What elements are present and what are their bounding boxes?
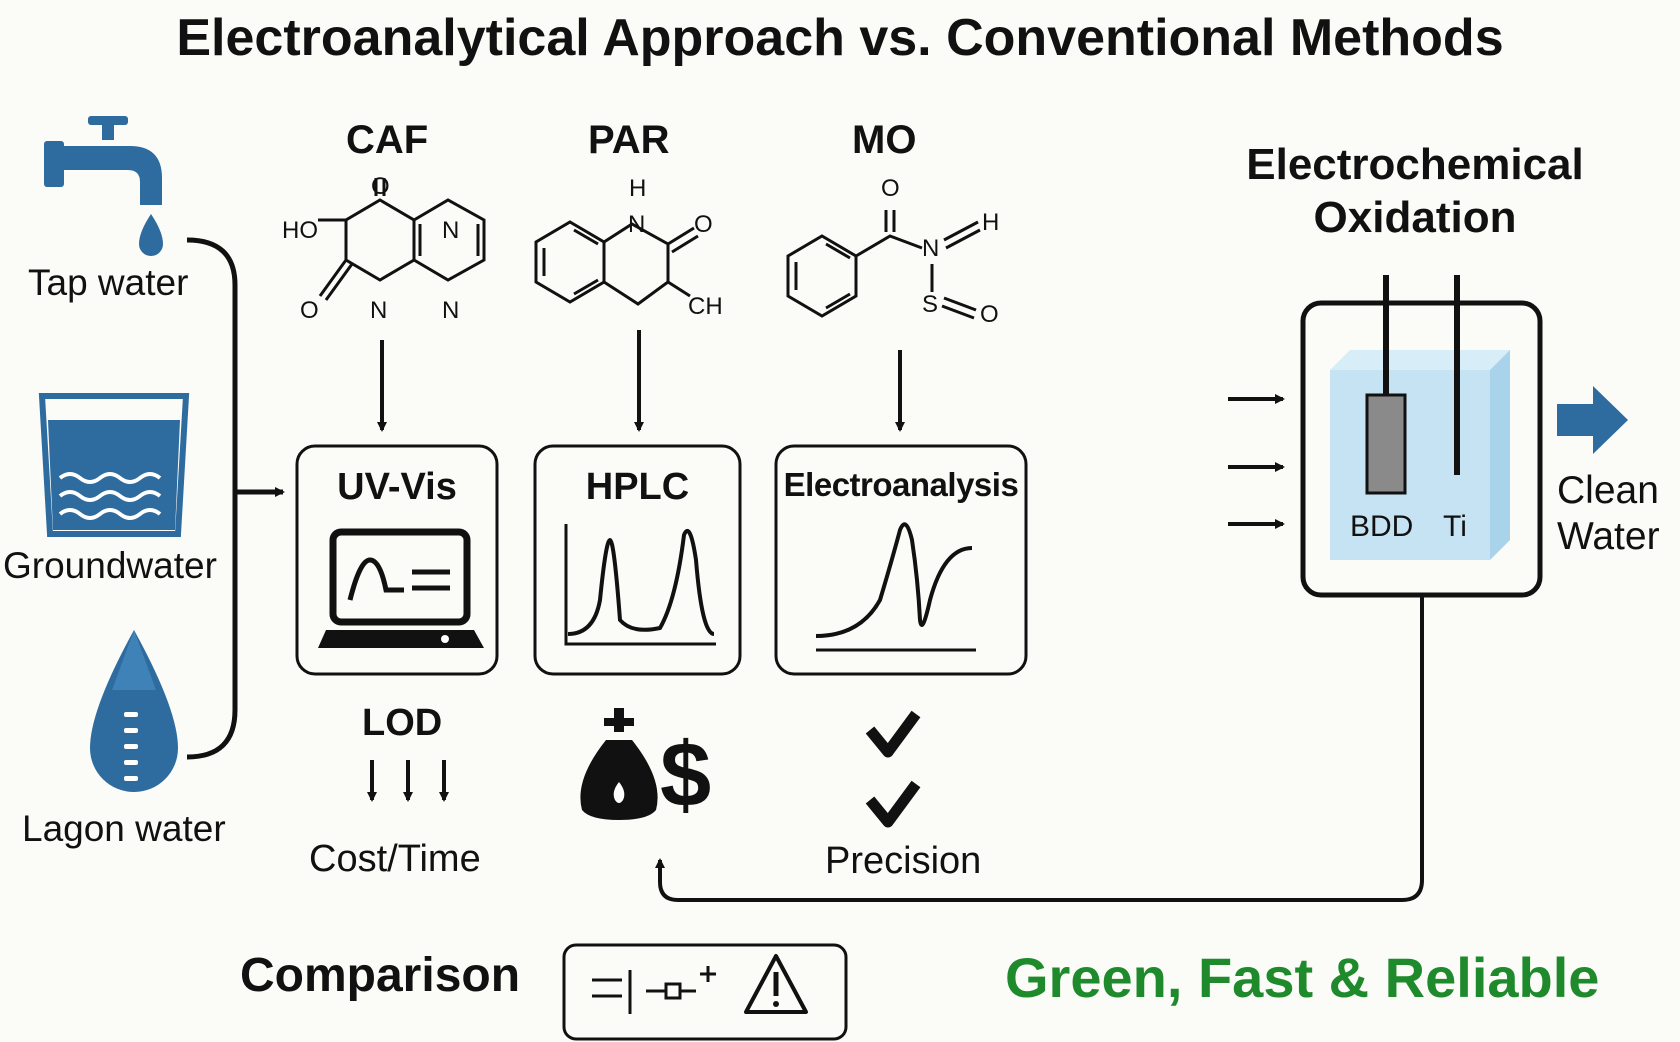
recycle-return-arrow bbox=[655, 596, 1424, 902]
svg-text:O: O bbox=[980, 301, 999, 328]
svg-text:O: O bbox=[300, 297, 319, 324]
mo-atoms: O N H S O bbox=[881, 175, 999, 328]
voltammogram-icon bbox=[815, 522, 976, 652]
chromatogram-icon bbox=[564, 524, 716, 646]
electrochemical-cell bbox=[1300, 275, 1543, 598]
check-icons bbox=[865, 710, 921, 828]
method-label-uv-vis: UV-Vis bbox=[337, 466, 457, 508]
svg-text:N: N bbox=[370, 297, 387, 324]
money-bag-icon bbox=[580, 708, 658, 820]
svg-text:H: H bbox=[982, 209, 999, 236]
anode-label: BDD bbox=[1350, 510, 1414, 543]
lod-label: LOD bbox=[362, 702, 443, 744]
warning-icon bbox=[744, 954, 808, 1014]
caf-atoms: O HO N O N N bbox=[282, 173, 459, 324]
faucet-icon bbox=[44, 116, 163, 256]
caf-structure bbox=[318, 178, 486, 301]
svg-text:H: H bbox=[629, 175, 646, 202]
svg-text:N: N bbox=[442, 217, 459, 244]
par-atoms: H N O CH bbox=[628, 175, 723, 320]
molecule-name-par: PAR bbox=[588, 118, 670, 162]
method-boxes bbox=[295, 444, 1028, 676]
oxidation-title-line1: Electrochemical bbox=[1246, 140, 1584, 189]
svg-text:O: O bbox=[371, 173, 390, 200]
molecule-to-method-arrows bbox=[377, 330, 905, 432]
svg-text:$: $ bbox=[660, 724, 711, 826]
svg-text:N: N bbox=[922, 235, 939, 262]
svg-text:O: O bbox=[694, 211, 713, 238]
inflow-arrows bbox=[1228, 394, 1285, 529]
tagline: Green, Fast & Reliable bbox=[1005, 946, 1600, 1009]
svg-text:S: S bbox=[922, 291, 938, 318]
molecule-name-caf: CAF bbox=[346, 118, 429, 162]
water-drop-icon bbox=[90, 630, 178, 792]
water-glass-icon bbox=[38, 393, 190, 537]
mo-structure bbox=[786, 210, 981, 320]
comparison-label: Comparison bbox=[240, 949, 521, 1002]
svg-text:N: N bbox=[442, 297, 459, 324]
svg-text:HO: HO bbox=[282, 217, 318, 244]
page-title: Electroanalytical Approach vs. Conventio… bbox=[176, 9, 1504, 67]
laptop-spectrum-icon bbox=[318, 528, 484, 648]
cost-time-label: Cost/Time bbox=[309, 838, 481, 880]
clean-water-line1: Clean bbox=[1557, 469, 1659, 512]
source-label-tap-water: Tap water bbox=[28, 262, 189, 303]
svg-text:O: O bbox=[881, 175, 900, 202]
oxidation-title-line2: Oxidation bbox=[1313, 193, 1517, 242]
comparison-box bbox=[562, 943, 848, 1041]
svg-text:N: N bbox=[628, 211, 645, 238]
method-label-electroanalysis: Electroanalysis bbox=[783, 466, 1019, 503]
source-label-lagon-water: Lagon water bbox=[22, 808, 226, 849]
sources-connector bbox=[186, 237, 285, 760]
dollar-icon: $ bbox=[660, 724, 711, 826]
clean-water-arrow bbox=[1557, 386, 1628, 454]
method-label-hplc: HPLC bbox=[585, 466, 690, 508]
precision-label: Precision bbox=[825, 840, 982, 882]
clean-water-line2: Water bbox=[1557, 515, 1660, 558]
molecule-name-mo: MO bbox=[852, 118, 917, 162]
cathode-label: Ti bbox=[1443, 510, 1467, 543]
svg-text:CH: CH bbox=[688, 293, 723, 320]
source-label-groundwater: Groundwater bbox=[3, 545, 217, 586]
par-structure bbox=[534, 220, 699, 306]
lod-down-arrows bbox=[367, 760, 449, 802]
